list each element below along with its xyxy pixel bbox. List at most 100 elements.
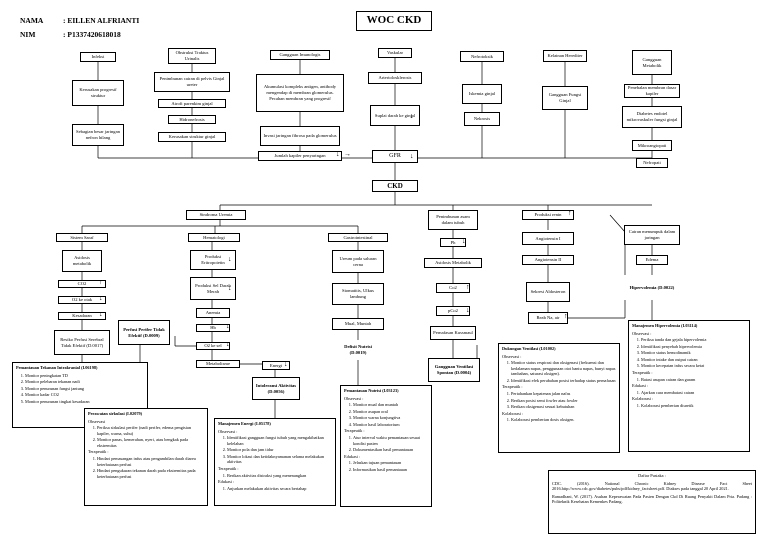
etiology-imunologis: Gangguan Imunologis [270,50,330,60]
list-item: Identifikasi efek perubahan posisi terha… [511,378,616,384]
etiology-herediter: Kelainan Herediter [543,50,587,62]
acid-step-5: pCo2 [436,306,470,316]
etiology-infeksi: Infeksi [80,52,116,62]
gastro-step-2: Stomatitis, Ulkus lambung [332,283,384,305]
decrease-arrow-icon: ↓ [336,150,340,158]
ckd-box: CKD [372,180,418,192]
obstruksi-step-4: Kerusakan struktur ginjal [158,132,226,142]
list-item: Ajarkan cara membatasi cairan [641,390,746,396]
section-label: Edukasi : [344,453,361,459]
list-item: Hindari pemasangan infus atau pengambila… [97,456,204,467]
nim-label: NIM [20,30,36,39]
decrease-arrow-icon: ↓ [228,284,232,292]
list-item: Batasi asupan cairan dan garam [641,377,746,383]
panel-title: Perawatan sirkulasi (I.02079) [88,411,143,416]
vaskular-step-2: Suplai darah ke ginjal [370,105,420,126]
list-item: Periksa tanda dan gejala hipervolemia [641,337,746,343]
imun-step-2: Invasi jaringan fibrosa pada glomerulus [260,126,340,146]
list-item: Kolaborasi pemberian diuretik [641,403,746,409]
list-item: Kolaborasi pemberian dosis oksigen. [511,417,616,423]
intoleransi-diagnosis: Intoleransi Aktivitas (D.0056) [252,377,300,400]
pustaka-entry: Ramadhani, W. (2017). Asuhan Keperawatan… [552,493,752,505]
increase-arrow-icon: ↑ [568,209,572,217]
increase-arrow-icon: ↑ [564,312,568,320]
list-item: Monitor pola dan jam tidur [227,447,332,453]
section-label: Terapeutik : [218,466,239,472]
list-item: Atur interval waktu pemantauan sesuai ko… [353,435,428,446]
gastro-diagnosis: Defisit Nutrisi (D.0019) [334,340,382,360]
panel-title: Manajemen Energi (I.05178) [218,421,271,426]
list-item: Monitor hasil laboratorium [353,422,428,428]
list-item: Identifikasi penyebab hipervolemia [641,344,746,350]
branch-hemato: Hematologi [188,233,240,242]
obstruksi-step-2: Atrofi parenkim ginjal [158,99,226,108]
list-item: Monitor pelebaran tekanan nadi [25,379,144,385]
acid-step-4: Co2 [436,283,470,293]
branch-saraf: Sistem Saraf [56,233,108,242]
acid-step-1: Penimbunan asam dalam tubuh [428,210,478,230]
section-label: Kolaborasi : [632,396,654,402]
decrease-arrow-icon: ↓ [99,310,103,318]
imun-step-3: Jumlah kapiler penyaringan [258,151,342,161]
hemato-step-3: Anemia [196,308,230,318]
obstruksi-step-1: Penimbunan cairan di pelvis Ginjal urete… [154,72,230,92]
section-label: Observasi : [218,428,238,434]
nefro-step-2: Nekrosis [464,112,500,126]
panel-dukungan-ventilasi: Dukungan Ventilasi (I.01002) Observasi :… [498,343,620,453]
list-item: Monitor asupan oral [353,409,428,415]
section-label: Observasi : [502,353,522,359]
nefro-step-1: Iskemia ginjal [462,84,502,104]
metabolik-step-4: Nefropati [636,158,668,168]
decrease-arrow-icon: ↓ [99,294,103,302]
etiology-obstruksi: Obstruksi Traktus Urinalis [168,48,216,64]
saraf-step-1: Asidosis metabolik [62,250,102,272]
list-item: Berikan oksigenasi sesuai kebutuhan [511,404,616,410]
panel-perawatan-sirkulasi: Perawatan sirkulasi (I.02079) Observasi … [84,408,208,506]
saraf-step-5: Resiko Perfusi Serebral Tidak Efektif (D… [54,330,110,355]
decrease-arrow-icon: ↓ [462,237,466,245]
list-item: Berikan aktivitas distraksi yang menenan… [227,473,332,479]
decrease-arrow-icon: ↓ [410,112,414,120]
decrease-arrow-icon: ↓ [226,340,230,348]
section-label: Terapeutik : [88,449,109,455]
acid-step-6: Pernafasan Kussmaul [430,326,476,340]
etiology-vaskular: Vaskular [378,48,412,58]
panel-title: Manajemen Hipervolemia (I.03114) [632,323,698,328]
page-title: WOC CKD [356,11,432,31]
section-label: Terapeutik : [632,370,653,376]
list-item: Monitor status respirasi dan oksigenasi … [511,360,616,377]
list-item: Hindari pengukuran tekanan darah pada ek… [97,468,204,479]
metabolik-step-3: Mikroangiopati [632,140,672,151]
hiper-step-1: Cairan menumpuk dalam jaringan [624,225,680,245]
nama-value: : EILLEN ALFRIANTI [63,16,140,25]
herediter-step-1: Gangguan Fungsi Ginjal [542,86,588,110]
infeksi-step-1: Kerusakan progresif struktur [72,80,124,106]
panel-manajemen-energi: Manajemen Energi (I.05178) Observasi : I… [214,418,336,506]
list-item: Monitor penurunan tingkat kesadaran [25,399,144,405]
list-item: Monitor peningkatan TD [25,373,144,379]
renin-step-5: Reab Na, air [528,312,568,324]
list-item: Pertahankan kepatenan jalan nafas [511,391,616,397]
list-item: Periksa sirkulasi perifer (nadi perifer,… [97,425,204,436]
increase-arrow-icon: ↑ [99,278,103,286]
list-item: Monitor lokasi dan ketidaknyamanan selam… [227,454,332,465]
list-item: Berikan posisi semi fowler atau fowler [511,398,616,404]
uremia-box: Sindroma Uremia [186,210,246,220]
increase-arrow-icon: ↑ [466,283,470,291]
list-item: Monitor intake dan output cairan [641,357,746,363]
panel-manajemen-hipervolemia: Manajemen Hipervolemia (I.03114) Observa… [628,320,750,452]
panel-title: Dukungan Ventilasi (I.01002) [502,346,556,351]
section-label: Observasi : [344,395,364,401]
renin-step-4: Sekresi Aldosteron [526,282,570,302]
gfr-box: GFR [372,150,418,163]
acid-step-3: Asidosis Metabolik [424,258,482,268]
panel-title: Pemantauan Tekanan Intrakranial (I.06198… [16,365,98,370]
infeksi-step-2: Sebagian besar jaringan nefron hilang [72,124,124,146]
obstruksi-step-3: Hidronefrosis [168,115,216,124]
decrease-arrow-icon: ↓ [466,306,470,314]
list-item: Anjurkan melakukan aktivitas secara bert… [227,486,332,492]
section-label: Observasi : [632,330,652,336]
panel-title: Pemantauan Nutrisi (I.03123) [344,388,399,393]
section-label: Terapeutik : [344,428,365,434]
